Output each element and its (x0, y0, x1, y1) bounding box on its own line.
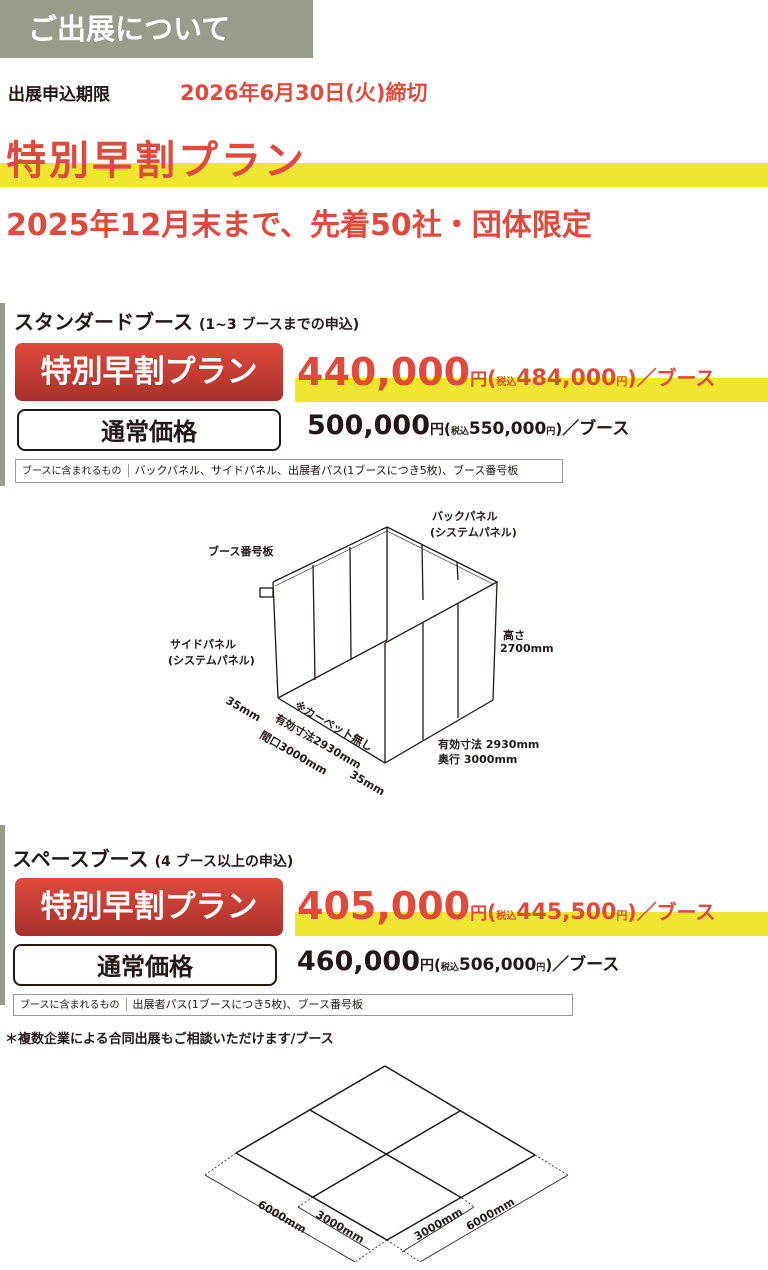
label-sign: ブース番号板 (208, 545, 274, 558)
label-depth: 奥行 3000mm (438, 753, 518, 766)
price-highlight (295, 912, 768, 936)
section-bar (0, 303, 5, 486)
normal-price: 500,000円(税込550,000円)／ブース (307, 410, 630, 441)
normal-price: 460,000円(税込506,000円)／ブース (297, 946, 620, 977)
label-effective: 有効寸法 2930mm (438, 738, 540, 751)
deadline-value: 2026年6月30日(火)締切 (180, 81, 428, 105)
space-title: スペースブース(4 ブース以上の申込) (12, 847, 294, 871)
early-plan-badge: 特別早割プラン (15, 878, 283, 936)
included-items: ブースに含まれるものバックパネル、サイドパネル、出展者パス(1ブースにつき5枚)… (15, 459, 563, 483)
promo-condition: 2025年12月末まで、先着50社・団体限定 (6, 208, 592, 243)
normal-price-label: 通常価格 (17, 409, 281, 451)
early-price: 440,000円(税込484,000円)／ブース (297, 350, 716, 394)
standard-title: スタンダードブース(1~3 ブースまでの申込) (14, 310, 360, 334)
highlight-band (0, 163, 768, 187)
promo-title: 特別早割プラン (6, 138, 307, 184)
label-side: サイドパネル (170, 638, 236, 651)
section-header: ご出展について (0, 0, 313, 58)
label-height-value: 2700mm (500, 642, 554, 655)
label-back-sub: (システムパネル) (430, 526, 517, 539)
label-height: 高さ (503, 629, 525, 642)
label-back: バックパネル (432, 510, 498, 523)
early-price: 405,000円(税込445,500円)／ブース (297, 884, 716, 928)
price-highlight (295, 378, 768, 402)
deadline-label: 出展申込期限 (8, 85, 110, 105)
included-items: ブースに含まれるもの出展者パス(1ブースにつき5枚)、ブース番号板 (13, 994, 573, 1016)
normal-price-label: 通常価格 (13, 944, 277, 986)
label-side-sub: (システムパネル) (168, 654, 255, 667)
early-plan-badge: 特別早割プラン (15, 343, 283, 401)
section-bar (0, 825, 5, 1005)
footnote: ＊複数企業による合同出展もご相談いただけます/ブース (5, 1032, 334, 1047)
